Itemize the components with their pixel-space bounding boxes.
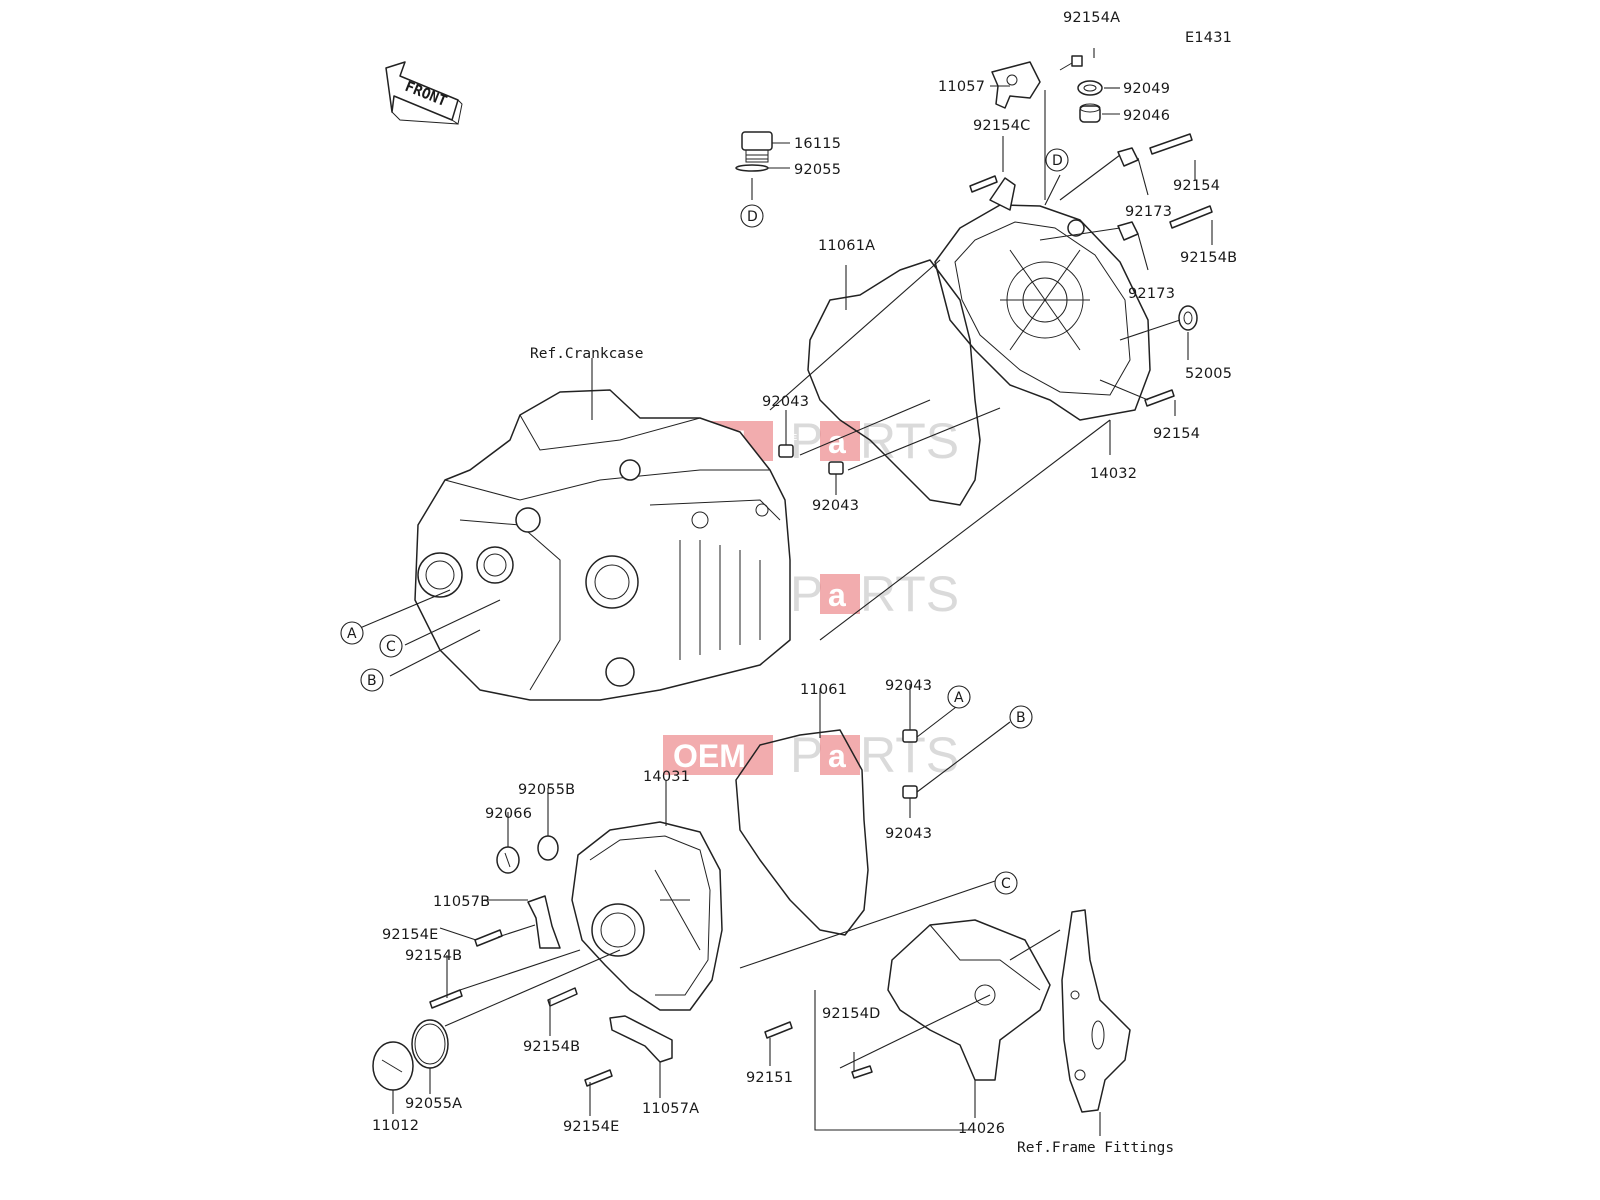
label-14032: 14032 [1090, 466, 1137, 482]
callout-C-left: C [379, 634, 403, 658]
label-92154-top: 92154 [1173, 178, 1220, 194]
label-ref-crankcase: Ref.Crankcase [530, 346, 644, 362]
plug-16115-illustration [741, 131, 773, 163]
seal-92049-illustration [1077, 80, 1103, 96]
frame-fitting-illustration [1061, 909, 1131, 1113]
label-92055A: 92055A [405, 1096, 462, 1112]
label-11057B: 11057B [433, 894, 490, 910]
bolt-92154A-illustration [1059, 55, 1083, 71]
svg-text:RTS: RTS [860, 413, 959, 469]
callout-A-left: A [340, 621, 364, 645]
bolts-lower-illustration [429, 929, 873, 1087]
label-92154E-a: 92154E [382, 927, 439, 943]
gasket-11061A-illustration [807, 259, 981, 506]
label-92154E-b: 92154E [563, 1119, 620, 1135]
label-92154C: 92154C [973, 118, 1030, 134]
bolts-upper-illustration [969, 133, 1213, 407]
svg-text:A: A [347, 626, 357, 642]
label-92154D: 92154D [822, 1006, 881, 1022]
svg-text:B: B [367, 673, 377, 689]
svg-text:BIKE: BIKE [778, 433, 798, 442]
label-92043-d: 92043 [885, 826, 932, 842]
svg-text:a: a [828, 577, 846, 613]
svg-text:D: D [1052, 153, 1063, 169]
bracket-11057B-illustration [527, 895, 561, 949]
label-52005: 52005 [1185, 366, 1232, 382]
label-92173-b: 92173 [1128, 286, 1175, 302]
label-92066: 92066 [485, 806, 532, 822]
label-11061A: 11061A [818, 238, 875, 254]
label-92043-c: 92043 [885, 678, 932, 694]
clamp-92173-illustration [1117, 147, 1139, 241]
leader-lines [359, 48, 1213, 1136]
svg-text:P: P [790, 413, 823, 469]
label-14026: 14026 [958, 1121, 1005, 1137]
label-92154B-top: 92154B [1180, 250, 1237, 266]
svg-text:RTS: RTS [860, 566, 959, 622]
dowel-pins-upper-illustration [778, 444, 844, 475]
svg-text:B: B [1016, 710, 1026, 726]
o-ring-92055-illustration [735, 164, 769, 172]
svg-text:A: A [954, 690, 964, 706]
svg-text:a: a [828, 424, 846, 460]
bracket-11057-illustration [991, 61, 1041, 109]
callout-B-left: B [360, 668, 384, 692]
label-92043-a: 92043 [762, 394, 809, 410]
generator-cover-illustration [571, 821, 723, 1011]
label-92154-mid: 92154 [1153, 426, 1200, 442]
clutch-cover-illustration [934, 177, 1151, 421]
callout-A-right: A [947, 685, 971, 709]
label-16115: 16115 [794, 136, 841, 152]
o-ring-92055B-illustration [537, 835, 559, 861]
callout-D-cover: D [1045, 148, 1069, 172]
callout-D-top: D [740, 204, 764, 228]
plug-92066-illustration [496, 846, 520, 874]
svg-text:C: C [386, 639, 396, 655]
bearing-92046-illustration [1079, 103, 1101, 123]
gasket-11061-illustration [735, 729, 869, 936]
label-11012: 11012 [372, 1118, 419, 1134]
front-arrow-icon: FRONT [385, 61, 463, 125]
label-92055: 92055 [794, 162, 841, 178]
watermark-bottom: OEM P a RTS [663, 727, 959, 783]
label-11057A: 11057A [642, 1101, 699, 1117]
label-92173-a: 92173 [1125, 204, 1172, 220]
label-92049: 92049 [1123, 81, 1170, 97]
guard-14026-illustration [887, 919, 1051, 1081]
label-11057: 11057 [938, 79, 985, 95]
oil-seal-52005-illustration [1178, 305, 1198, 331]
o-ring-92055A-illustration [411, 1019, 449, 1069]
svg-text:P: P [790, 727, 823, 783]
part-labels: 92154A 11057 92049 92046 92154C 92154 92… [372, 10, 1237, 1156]
callout-B-right: B [1009, 705, 1033, 729]
label-92154A: 92154A [1063, 10, 1120, 26]
label-92043-b: 92043 [812, 498, 859, 514]
svg-text:OEM: OEM [673, 738, 746, 774]
diagram-id: E1431 [1185, 30, 1232, 46]
label-11061: 11061 [800, 682, 847, 698]
bracket-11057A-illustration [609, 1015, 673, 1063]
svg-text:P: P [790, 566, 823, 622]
svg-text:a: a [828, 738, 846, 774]
svg-text:C: C [1001, 876, 1011, 892]
label-92151: 92151 [746, 1070, 793, 1086]
svg-text:D: D [747, 209, 758, 225]
callout-C-right: C [994, 871, 1018, 895]
label-92154B-a: 92154B [405, 948, 462, 964]
crankcase-illustration [414, 389, 791, 701]
label-92154B-b: 92154B [523, 1039, 580, 1055]
label-14031: 14031 [643, 769, 690, 785]
label-92046: 92046 [1123, 108, 1170, 124]
label-ref-frame-fittings: Ref.Frame Fittings [1017, 1140, 1174, 1156]
label-92055B: 92055B [518, 782, 575, 798]
plug-11012-illustration [372, 1041, 414, 1091]
